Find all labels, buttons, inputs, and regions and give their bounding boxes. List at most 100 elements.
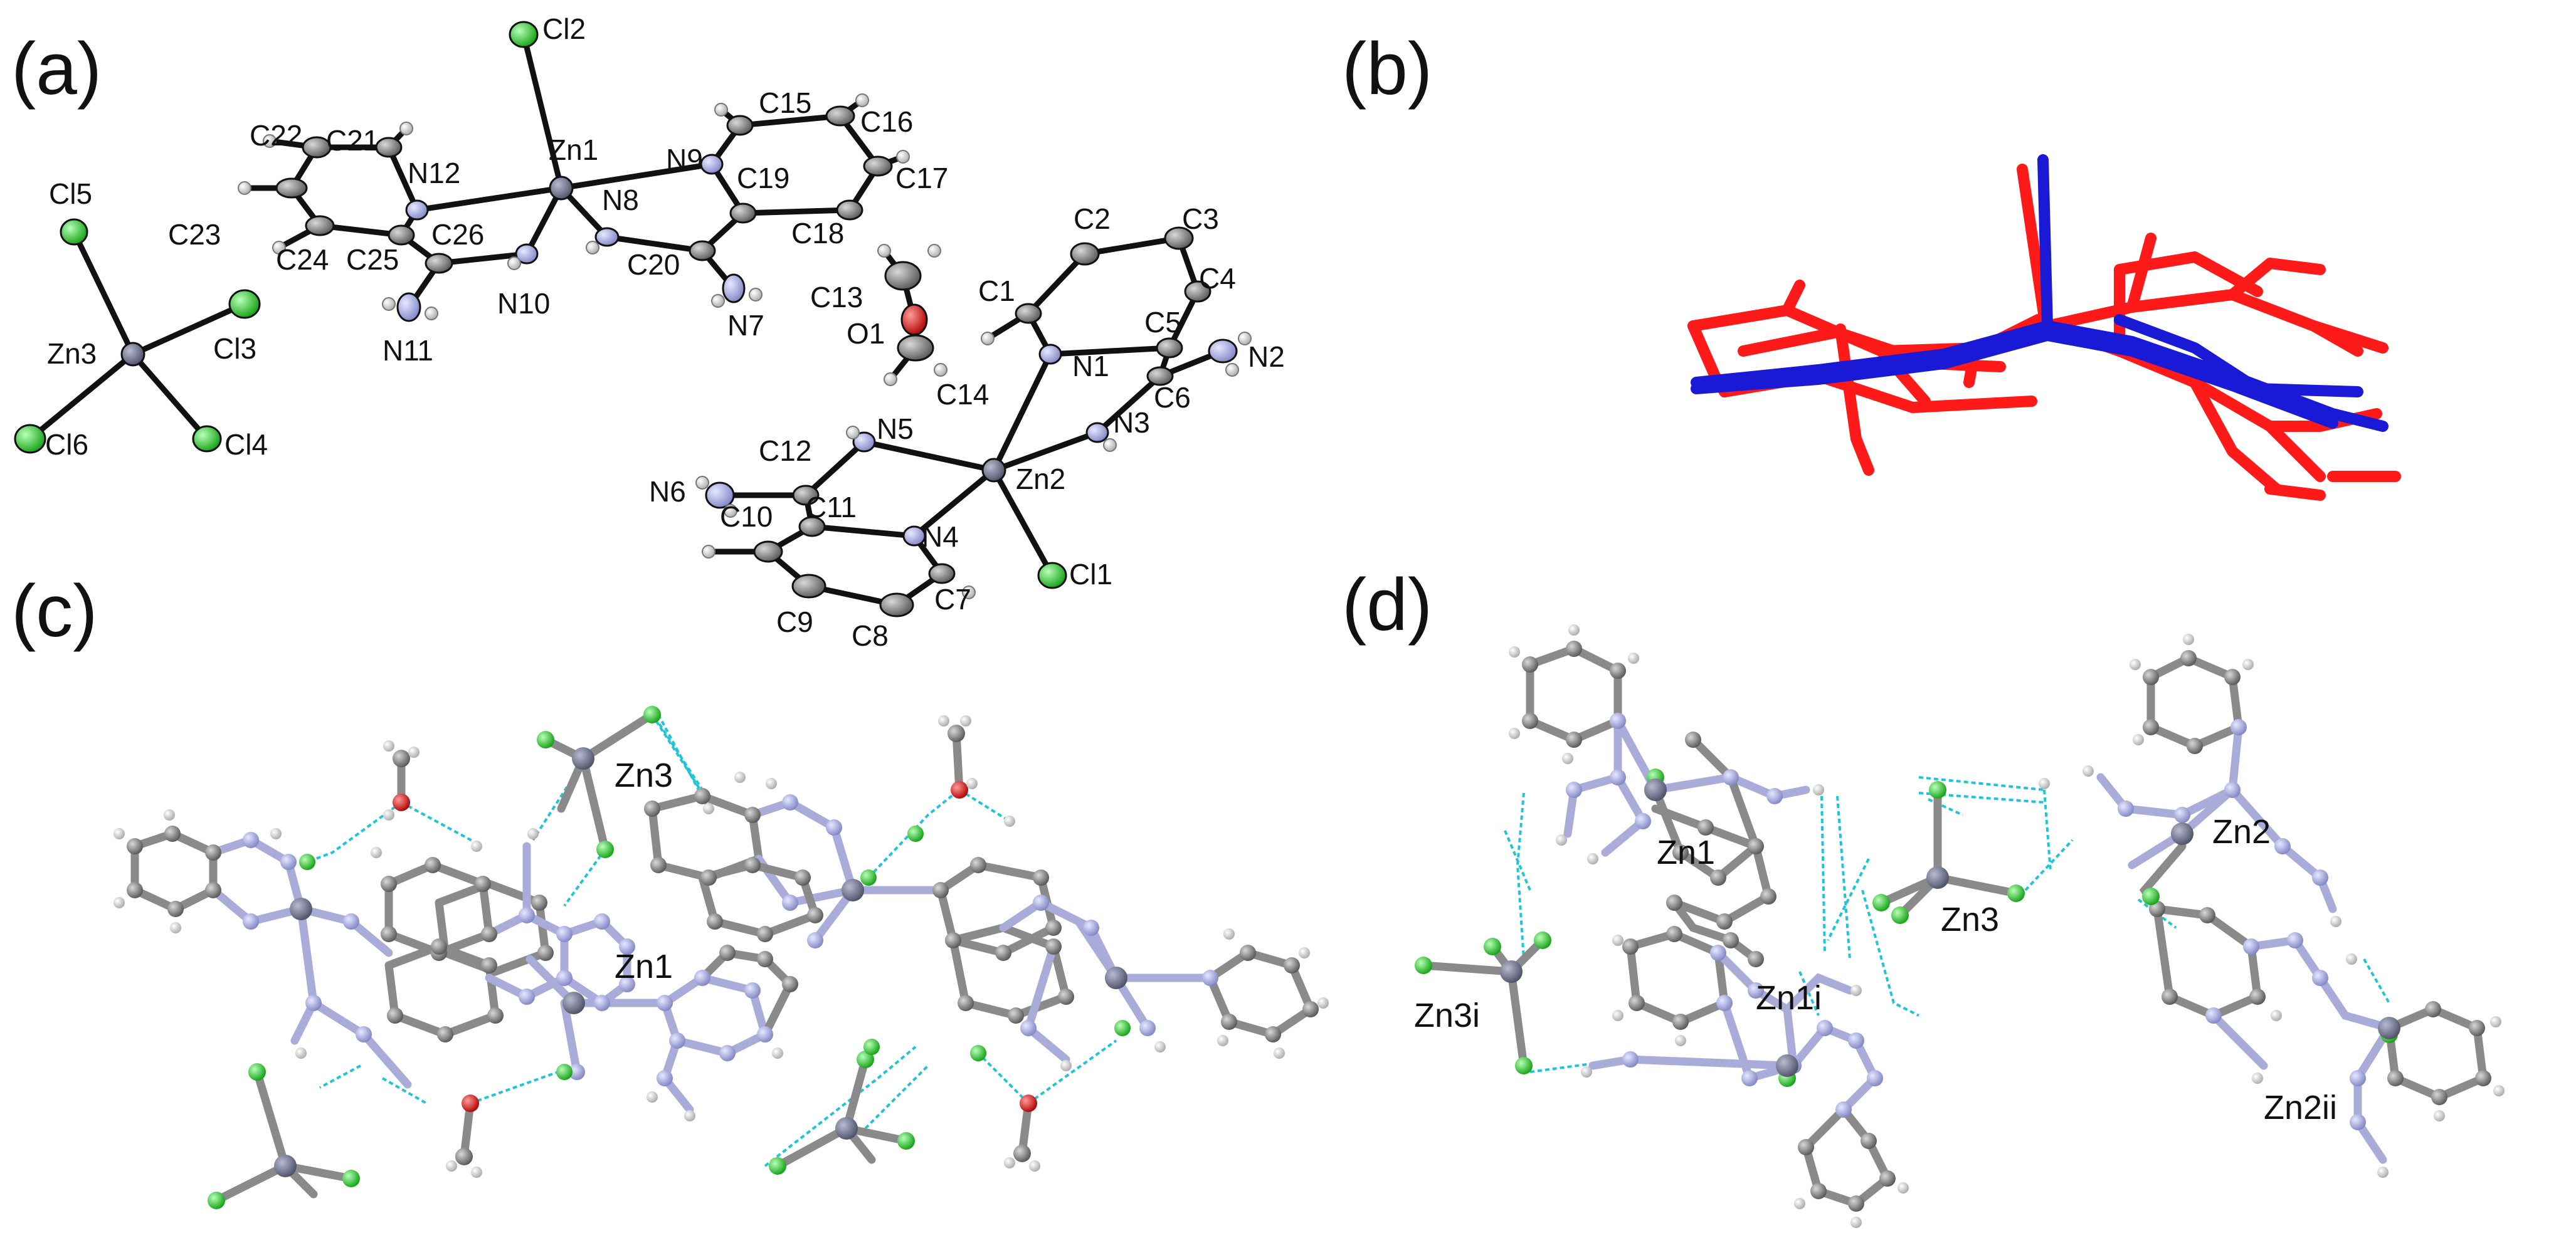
atom-c5 [1156, 337, 1183, 359]
label-c25: C25 [346, 243, 399, 276]
atom-c1 [1015, 303, 1042, 324]
atom-c19 [729, 202, 757, 224]
atom-o1 [900, 303, 928, 336]
panel-d-label-zn3i: Zn3i [1414, 997, 1480, 1034]
atom-c14 [897, 334, 934, 362]
atom-c25 [425, 253, 453, 274]
label-cl1: Cl1 [1069, 558, 1112, 591]
label-c10: C10 [720, 500, 773, 533]
label-c16: C16 [860, 105, 913, 138]
atom-n4 [902, 525, 926, 547]
atom-c15 [726, 115, 754, 136]
label-n11: N11 [383, 334, 433, 367]
label-n7: N7 [727, 309, 764, 342]
panel-c-hbonds [307, 713, 1117, 1167]
panel-c-packing: Zn3 Zn1 [113, 706, 1329, 1209]
label-c24: C24 [276, 243, 329, 276]
label-c1: C1 [978, 275, 1015, 307]
label-c9: C9 [776, 606, 813, 638]
label-c13: C13 [810, 281, 863, 313]
label-n4: N4 [922, 520, 959, 553]
atom-c7 [928, 563, 956, 584]
label-n2: N2 [1248, 340, 1285, 373]
label-n6: N6 [649, 475, 686, 508]
atom-c22 [302, 136, 332, 159]
atom-c3 [1164, 226, 1194, 250]
label-c18: C18 [791, 217, 844, 249]
atom-c18 [836, 199, 863, 221]
label-c26: C26 [431, 218, 484, 251]
label-c17: C17 [895, 162, 948, 194]
panel-c-atoms [113, 706, 1329, 1209]
panel-d-hbonds [1504, 776, 2390, 1073]
panel-d-label-zn2ii: Zn2ii [2264, 1089, 2337, 1126]
panel-b-overlay [1687, 154, 2401, 501]
label-n3: N3 [1113, 406, 1150, 439]
panel-d-label-zn3: Zn3 [1941, 901, 1999, 938]
atom-c4 [1184, 280, 1211, 303]
label-c5: C5 [1144, 306, 1181, 339]
label-n5: N5 [877, 412, 914, 445]
panel-c-label-zn1: Zn1 [615, 948, 673, 985]
panel-d-atoms [1415, 624, 2505, 1228]
label-c20: C20 [627, 248, 680, 281]
label-zn2: Zn2 [1016, 463, 1065, 495]
atom-c24 [305, 215, 335, 236]
panel-label-d: (d) [1342, 564, 1432, 646]
label-c14: C14 [936, 378, 989, 411]
atom-c11 [798, 516, 826, 537]
panel-d-packing: Zn1 Zn2 Zn3 Zn3i Zn1i Zn2ii [1414, 624, 2505, 1228]
label-n8: N8 [602, 184, 639, 216]
panel-a-bonds [27, 31, 1226, 608]
panel-label-b: (b) [1342, 28, 1432, 110]
atom-n12 [405, 199, 429, 221]
panel-c-label-zn3: Zn3 [615, 757, 673, 794]
atom-c26 [388, 224, 415, 246]
atom-zn3 [120, 342, 145, 367]
atom-n1 [1038, 344, 1062, 365]
label-c21: C21 [326, 124, 379, 157]
atom-zn2 [981, 458, 1006, 483]
panel-a-ortep: Cl2 Zn1 N9 C15 C16 C22 C21 N12 C19 C17 C… [14, 13, 1285, 652]
atom-c2 [1070, 242, 1100, 266]
atom-c21 [375, 137, 403, 158]
atom-c16 [825, 105, 855, 127]
atom-cl5 [60, 218, 88, 246]
label-n12: N12 [408, 157, 460, 189]
label-cl3: Cl3 [213, 332, 256, 365]
panel-label-c: (c) [11, 570, 98, 653]
atom-zn1 [549, 176, 574, 201]
label-c2: C2 [1074, 202, 1111, 235]
label-c8: C8 [852, 619, 889, 652]
atom-c9 [791, 574, 826, 599]
panel-a-labels: Cl2 Zn1 N9 C15 C16 C22 C21 N12 C19 C17 C… [45, 13, 1285, 652]
label-n9: N9 [666, 143, 703, 176]
label-c11: C11 [806, 491, 857, 523]
panel-d-label-zn2: Zn2 [2212, 813, 2271, 851]
atom-n9 [700, 154, 724, 175]
label-zn3: Zn3 [47, 337, 97, 370]
label-cl6: Cl6 [45, 428, 88, 461]
overlay-blue-molecule [1691, 154, 2389, 432]
atom-n11 [396, 292, 421, 322]
atom-n5 [852, 431, 876, 453]
atom-n8 [594, 227, 620, 247]
panel-a-hydrogens [238, 93, 1252, 599]
atom-cl4 [192, 425, 222, 453]
atom-n3 [1085, 422, 1109, 443]
label-zn1: Zn1 [549, 134, 598, 166]
panel-label-a: (a) [11, 28, 102, 110]
atom-c17 [863, 155, 893, 177]
atom-n7 [722, 273, 746, 303]
atom-c10 [753, 540, 783, 563]
atom-c6 [1146, 366, 1174, 386]
panel-c-zn3 [572, 747, 594, 770]
label-c3: C3 [1182, 202, 1219, 235]
panel-d-label-zn1i: Zn1i [1756, 979, 1822, 1017]
label-c6: C6 [1154, 381, 1191, 414]
label-c12: C12 [759, 434, 811, 467]
panel-a-atoms [14, 21, 1252, 617]
atom-cl6 [14, 424, 46, 454]
atom-c23 [275, 177, 308, 199]
